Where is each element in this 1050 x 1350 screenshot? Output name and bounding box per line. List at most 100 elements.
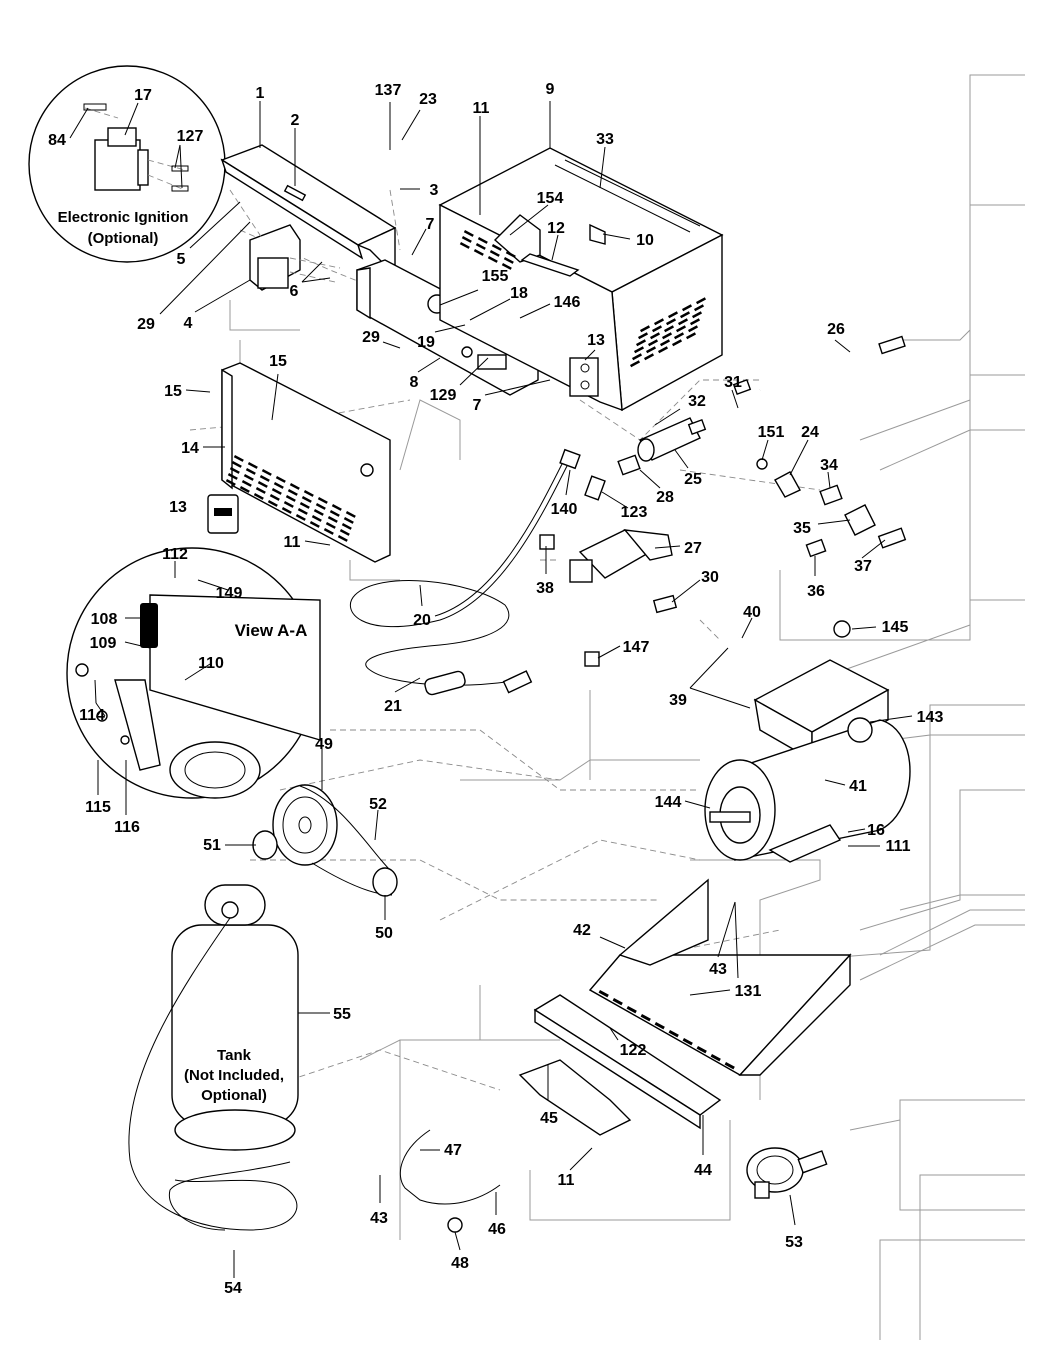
callout-4: 4 (184, 315, 193, 332)
regulator-part (746, 1147, 828, 1199)
vent-slot (281, 506, 292, 514)
vent-slot (283, 501, 294, 508)
callout-30: 30 (701, 569, 719, 586)
callout-154: 154 (537, 190, 564, 207)
callout-110: 110 (198, 655, 224, 672)
vent-slot (686, 332, 697, 340)
vent-slot (227, 472, 238, 480)
vent-slot (339, 529, 350, 536)
callout-10: 10 (636, 232, 654, 249)
callout-41: 41 (849, 778, 867, 795)
callout-55: 55 (333, 1006, 351, 1023)
vent-slot (638, 332, 649, 340)
vent-slot (295, 514, 306, 521)
callout-24: 24 (801, 424, 819, 441)
callout-14: 14 (181, 440, 199, 457)
vent-slot (303, 489, 314, 497)
vent-slot (666, 318, 677, 326)
callout-43: 43 (709, 961, 727, 978)
vent-slot (668, 311, 679, 319)
callout-144: 144 (655, 794, 682, 811)
vent-slot (247, 462, 258, 469)
callout-53: 53 (785, 1234, 803, 1251)
vent-slot (657, 346, 669, 354)
callout-28: 28 (656, 489, 674, 506)
callout-48: 48 (451, 1255, 469, 1272)
callout-11: 11 (473, 100, 490, 117)
vent-slot (477, 236, 488, 244)
tank-label-line3: Optional) (201, 1087, 267, 1104)
callout-2: 2 (291, 112, 300, 129)
view-aa-label: View A-A (235, 621, 308, 640)
inlet-hose-part (350, 448, 581, 696)
tank-part (128, 884, 299, 1231)
callout-29: 29 (137, 316, 155, 333)
callout-39: 39 (669, 692, 687, 709)
vent-slot (688, 325, 699, 333)
callout-129: 129 (430, 387, 457, 404)
vent-slot (231, 460, 242, 468)
vent-slot (650, 332, 661, 340)
fittings-part (584, 458, 907, 667)
vent-slot (275, 476, 286, 483)
vent-slot (301, 495, 312, 503)
vent-slot (475, 243, 486, 250)
ignition-module-part (229, 189, 341, 291)
callout-84: 84 (48, 132, 66, 149)
vent-slot (501, 263, 512, 270)
vent-slot (345, 511, 356, 518)
vent-slot (341, 523, 352, 530)
vent-slot (660, 339, 671, 347)
vent-slot (245, 468, 256, 475)
vent-slot (269, 494, 280, 501)
switch-part (207, 494, 239, 534)
callout-29: 29 (362, 329, 380, 346)
vent-slot (676, 325, 687, 333)
vent-slot (654, 1021, 665, 1030)
pump-part (539, 475, 673, 583)
vent-slot (652, 325, 663, 333)
callout-33: 33 (596, 131, 614, 148)
callout-15: 15 (269, 353, 287, 370)
vent-slot (654, 318, 665, 326)
callout-36: 36 (807, 583, 825, 600)
vent-slot (648, 339, 659, 347)
callout-13: 13 (587, 332, 605, 349)
vent-slot (233, 454, 244, 462)
callout-109: 109 (90, 635, 117, 652)
motor-part (704, 620, 911, 863)
vent-slot (489, 250, 500, 257)
vent-slot (271, 487, 282, 495)
vent-slot (640, 325, 651, 333)
callout-18: 18 (510, 285, 528, 302)
callout-44: 44 (694, 1162, 712, 1179)
vent-slot (315, 503, 326, 510)
callout-35: 35 (793, 520, 811, 537)
callout-40: 40 (743, 604, 761, 621)
callout-52: 52 (369, 796, 387, 813)
leader-lines (69, 101, 913, 1278)
vent-slot (674, 332, 685, 340)
vent-slot (299, 501, 310, 509)
vent-slot (255, 487, 266, 494)
vent-slot (289, 482, 300, 490)
tray-part (588, 878, 852, 1076)
callout-31: 31 (724, 374, 742, 391)
vent-slot (343, 517, 354, 524)
callout-112: 112 (162, 546, 188, 563)
callout-122: 122 (620, 1042, 647, 1059)
callout-123: 123 (621, 504, 648, 521)
callout-43: 43 (370, 1210, 388, 1227)
callout-20: 20 (413, 612, 431, 629)
callout-131: 131 (735, 983, 762, 1000)
vent-slot (724, 1062, 735, 1070)
vent-slot (696, 297, 707, 305)
vent-slot (626, 1006, 637, 1014)
vent-slot (337, 535, 348, 542)
top-cover-part (220, 144, 397, 266)
vent-slot (261, 468, 272, 476)
pulley-belt-part (252, 784, 398, 897)
callout-11: 11 (558, 1172, 575, 1189)
callout-6: 6 (290, 283, 299, 300)
